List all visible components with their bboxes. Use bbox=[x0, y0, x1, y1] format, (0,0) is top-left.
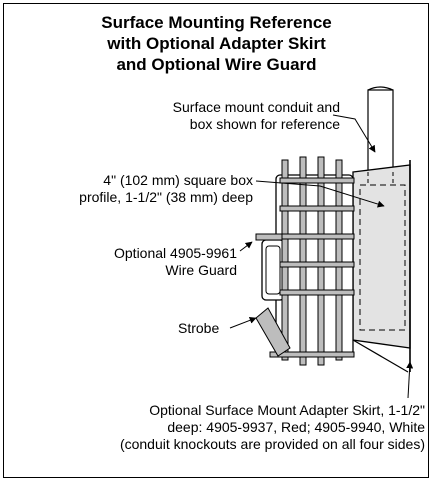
leader-conduit bbox=[332, 114, 376, 153]
figure-frame bbox=[3, 3, 429, 478]
title-line-2: with Optional Adapter Skirt bbox=[107, 34, 326, 53]
leader-wire-guard bbox=[239, 241, 253, 252]
box-label-line-1: 4" (102 mm) square box bbox=[103, 172, 253, 188]
box-label-line-2: profile, 1-1/2" (38 mm) deep bbox=[79, 189, 253, 205]
wire-guard-label-line-2: Wire Guard bbox=[165, 262, 237, 278]
leader-skirt bbox=[406, 361, 414, 399]
conduit-label-line-2: box shown for reference bbox=[189, 116, 340, 132]
conduit-pipe bbox=[367, 86, 394, 173]
title-line-3: and Optional Wire Guard bbox=[116, 55, 317, 74]
skirt-label-line-2: deep: 4905-9937, Red; 4905-9940, White bbox=[167, 419, 425, 435]
skirt-label-line-1: Optional Surface Mount Adapter Skirt, 1-… bbox=[149, 402, 425, 418]
box-label: 4" (102 mm) square box profile, 1-1/2" (… bbox=[79, 172, 253, 206]
title-line-1: Surface Mounting Reference bbox=[101, 13, 332, 32]
leader-strobe bbox=[229, 316, 257, 329]
wire-guard-cage bbox=[255, 156, 355, 366]
adapter-skirt bbox=[352, 160, 411, 373]
strobe-label: Strobe bbox=[178, 320, 220, 336]
conduit-label: Surface mount conduit and box shown for … bbox=[173, 99, 340, 133]
figure-title: Surface Mounting Reference with Optional… bbox=[0, 12, 433, 75]
skirt-label-line-3: (conduit knockouts are provided on all f… bbox=[119, 436, 425, 452]
wire-guard-label: Optional 4905-9961 Wire Guard bbox=[114, 245, 237, 279]
leader-box bbox=[255, 180, 385, 208]
skirt-label: Optional Surface Mount Adapter Skirt, 1-… bbox=[120, 402, 425, 453]
electrical-box-outline bbox=[359, 184, 406, 331]
wire-guard-label-line-1: Optional 4905-9961 bbox=[114, 245, 237, 261]
conduit-label-line-1: Surface mount conduit and bbox=[172, 99, 340, 115]
